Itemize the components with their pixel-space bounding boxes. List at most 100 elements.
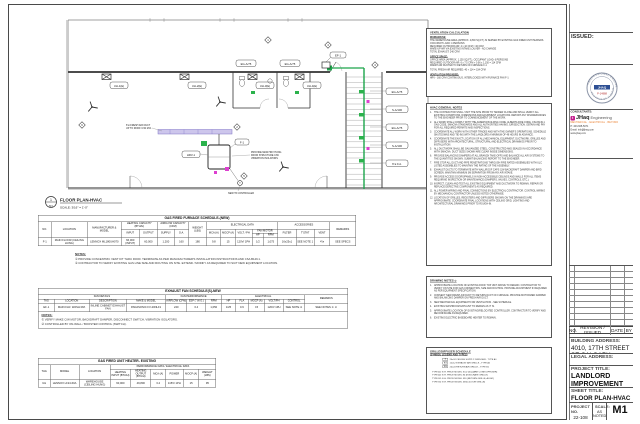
key-diamond-icon: ◇: [454, 279, 457, 283]
equipment-tag: F-1: [240, 140, 245, 144]
general-note: PROVIDE ACCESS DOORS/PANELS IN NON-ACCES…: [433, 176, 542, 182]
detail-sheet: M1: [49, 204, 53, 208]
svg-text:FROM STRUCTURE C/W: FROM STRUCTURE C/W: [251, 154, 279, 157]
schedule-note: ② CONTRACTOR TO VERIFY EXISTING GAS LINE…: [75, 262, 278, 266]
engineer-stamp: PROFESSIONAL ENGINEER PROVINCE OF ALBERT…: [569, 65, 619, 104]
general-note: THE CONTRACTOR SHALL VISIT THE SITE PRIO…: [433, 111, 546, 120]
logo-suffix: Engineering: [590, 115, 612, 121]
svg-text:P-14988: P-14988: [597, 92, 607, 96]
grille-type-line: TYPE B2: E.H. PRICE MODEL 535D (DOOR GRI…: [431, 380, 486, 383]
calc-line: OCCUPANT LOAD: 4 PERSONS: [429, 42, 465, 45]
section-title: DRAWING NOTES ◇: [429, 279, 457, 283]
equipment-tag: UH-2(E): [192, 84, 202, 88]
logo-name: JHaq: [576, 114, 590, 121]
general-note: LOCATION OF GRILLES, REGISTERS AND DIFFU…: [433, 197, 532, 206]
drawing-notes-box: DRAWING NOTES ◇ APPROXIMATE LOCATION OF …: [426, 276, 552, 338]
damper-symbol: [366, 147, 370, 150]
grille-type-line: TYPE A2: E.H. PRICE MODEL 80 (EGGCRATE G…: [431, 373, 488, 377]
unit-heaters: [101, 73, 305, 80]
fresh-air-duct: [157, 129, 233, 145]
general-note: COORDINATE THE EXACT LOCATION OF ALL MEC…: [433, 138, 546, 147]
phone: P: 403-605-5071: [570, 125, 589, 129]
grille-type-line: TYPE B1: E.H. PRICE MODEL 530 (RETURN GR…: [431, 377, 494, 380]
legal-address-label: LEGAL ADDRESS:: [571, 355, 614, 360]
sheet-number: M1: [612, 404, 628, 416]
section-title: GRILLE/DIFFUSER SCHEDULE: [429, 350, 471, 354]
svg-text:PROVIDE NEW HRV HUNG: PROVIDE NEW HRV HUNG: [251, 151, 282, 154]
drawing-note: NEW MECHANICAL EQUIPMENT FOR VENTILATION…: [433, 301, 512, 304]
contact-info: P: 403-605-5071 Email: info@jhaq.com www…: [571, 126, 632, 136]
furnace-tag: F-1: [229, 138, 250, 149]
firm-address-box: 1916 - 30TH AVENUE NE CALGARY, ALBERTA T…: [569, 159, 633, 266]
svg-text:NEW T6 CONTROLLER: NEW T6 CONTROLLER: [228, 192, 254, 195]
company-logo: t JHaq Engineering: [570, 114, 632, 121]
consultants-label: CONSULTANTS:: [570, 110, 593, 114]
issued-label: ISSUED:: [571, 34, 594, 40]
general-note: ALL DUCTWORK SHALL BE GALVANIZED STEEL, …: [433, 147, 542, 154]
svg-text:PROFESSIONAL ENGINEER: PROFESSIONAL ENGINEER: [569, 65, 619, 88]
building-address-box: BUILDING ADDRESS: 4010, 17TH STREET SE C…: [569, 338, 633, 354]
washroom-tags: EG-A/75 EG-A/75: [235, 59, 301, 67]
detail-number: 1: [50, 198, 52, 202]
grille-tag: EG-A/75: [392, 90, 403, 94]
grille-schedule-box: GRILLE/DIFFUSER SCHEDULE (SYMBOL LEGEND …: [426, 347, 552, 414]
schedule-note: ② CONTROLLED BY ON-WALL / BOOSTER CONTRO…: [41, 322, 127, 326]
svg-text:6"ø FRESH AIR DUCT: 6"ø FRESH AIR DUCT: [126, 124, 151, 127]
grille-symbol: RG: [442, 365, 448, 368]
svg-text:5: 5: [243, 174, 245, 178]
plan-title: FLOOR PLAN-HVAC: [60, 198, 103, 203]
grille-description: 12x12 EXHAUST AIR GRILLE - TYPE A2: [449, 361, 491, 365]
svg-text:VIBRATION ISOLATORS: VIBRATION ISOLATORS: [251, 157, 278, 160]
grille-tag: 6"ø F.A.: [392, 162, 402, 166]
calc-line: REQUIRED OUTDOOR AIR: 6 x 7.5 CFM + 0.06…: [429, 61, 501, 64]
interior-walls: [68, 61, 428, 189]
unit-heater-tags: [109, 81, 322, 89]
project-title-label: PROJECT TITLE:: [571, 367, 610, 372]
svg-text:JHAQ: JHAQ: [598, 86, 607, 90]
exhaust-grille-symbol: [359, 90, 364, 94]
sheet-title-box: SHEET TITLE: FLOOR PLAN-HVAC: [569, 388, 633, 403]
section-title: HVAC GENERAL NOTES: [429, 106, 463, 110]
schedule-note: ① VERIFY MAKE C/W MOTOR, BACKDRAFT DAMPE…: [41, 318, 178, 322]
calc-line: HRV - 160 CFM CONTINUOUS, INTERLOCKED WI…: [429, 76, 509, 79]
general-note: FIRE STOP ALL DUCT AND PIPE PENETRATIONS…: [433, 161, 542, 168]
logo-mark-icon: t: [570, 116, 575, 121]
notes-label: NOTES:: [41, 313, 53, 317]
logo-tagline: MECHANICAL · ELECTRICAL · BEYOND: [570, 121, 619, 124]
sheet-title-label: SHEET TITLE:: [571, 389, 604, 394]
general-note: ALL WORK SHALL COMPLY WITH THE ALBERTA B…: [433, 121, 546, 130]
ventilation-calculation-box: VENTILATION CALCULATION WAREHOUSE: THE W…: [426, 28, 552, 97]
project-no-label: PROJECT NO.: [571, 404, 590, 414]
drawing-note: APPROXIMATE LOCATION OF EXISTING/RELOCAT…: [433, 309, 546, 315]
general-note: COORDINATE ALL WORK WITH OTHER TRADES AN…: [433, 131, 547, 137]
equipment-tag: EF-1: [335, 54, 342, 58]
calc-line: TOTAL EXHAUST: 240 CFM: [429, 50, 460, 54]
building-address-label: BUILDING ADDRESS:: [571, 339, 621, 344]
project-no: 22-108: [573, 415, 588, 420]
thermostat-symbol: [237, 180, 243, 186]
grille-symbol-row: EG 12x12 EXHAUST AIR GRILLE - TYPE A2: [442, 361, 548, 365]
plan-scale: SCALE: 3/16" = 1'-0": [60, 206, 88, 210]
project-title-line1: LANDLORD: [571, 373, 611, 380]
building-address: 4010, 17TH STREET SE CALGARY: [571, 345, 630, 353]
grille-symbol: EG: [442, 361, 448, 365]
exhaust-grille-symbol: [359, 159, 364, 163]
calc-line: FRESH AIR DUCTED TO RETURN OF FURNACE F-…: [429, 64, 487, 67]
drawing-note: CONNECT NEW FRESH AIR DUCT TO RETURN DUC…: [433, 294, 546, 300]
grille-description: 24x24 CEILING SUPPLY DIFFUSER - TYPE A1: [449, 358, 497, 361]
grille-symbol-row: S 24x24 CEILING SUPPLY DIFFUSER - TYPE A…: [442, 357, 548, 361]
legal-address-box: LEGAL ADDRESS:: [569, 354, 633, 366]
thermostat-label: T: [239, 182, 241, 185]
subsection-heading: WAREHOUSE:: [429, 36, 447, 39]
riser-grille-tags: EG-A/75 S-A/100 EG-A/75 S-A/100 6"ø F.A.: [370, 87, 409, 167]
grille-tag: EG-A/75: [285, 62, 296, 66]
scale-label: SCALE:: [595, 404, 610, 409]
floor-plan: T UH-1(E) UH-2(E) UH-3(E) UH-4(E): [45, 18, 429, 210]
grille-type-line: TYPE A1: E.H. PRICE MODEL SCD (SQUARE CO…: [431, 370, 498, 373]
calc-line: MAKE-UP AIR VIA EXISTING INTAKE LOUVER -…: [429, 48, 497, 51]
svg-text:1: 1: [267, 38, 269, 42]
email: Email: info@jhaq.com: [570, 128, 594, 132]
website: www.jhaq.com: [570, 132, 586, 135]
sheet-number-box: PROJECT NO. 22-108 SCALE: AS NOTED M1: [569, 403, 633, 420]
